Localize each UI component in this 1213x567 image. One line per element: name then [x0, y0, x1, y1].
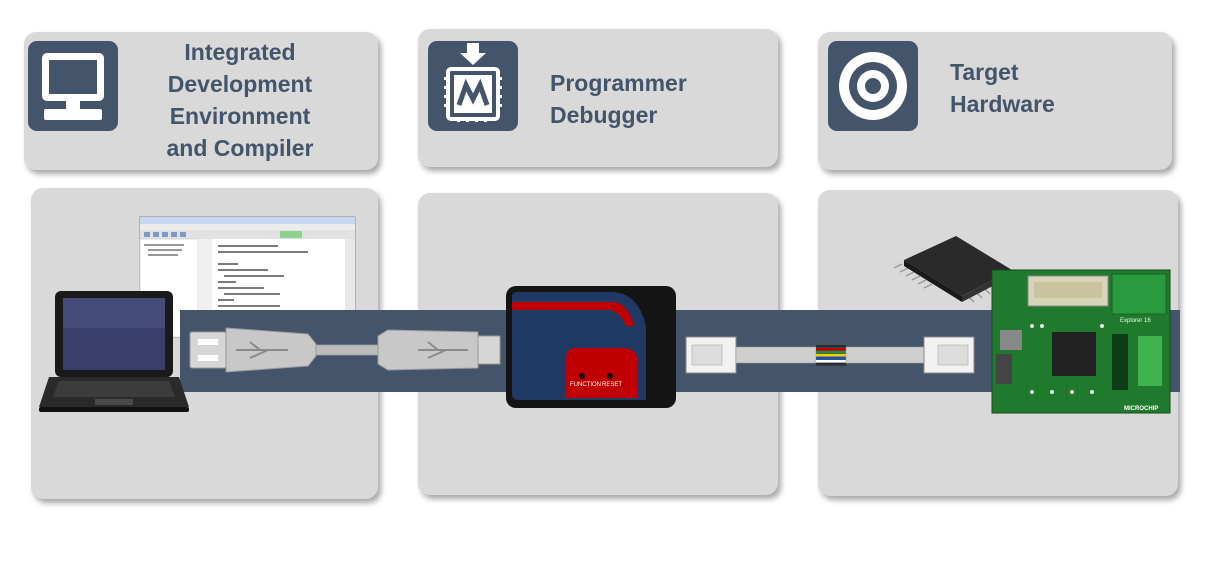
step-target-header: Target Hardware [818, 32, 1172, 170]
reset-button-label: RESET [602, 382, 622, 388]
rj-cable-image [685, 336, 975, 374]
step-target-title: Target Hardware [950, 59, 1055, 117]
step-ide-title: Integrated Development Environment and C… [166, 39, 314, 161]
board-brand-label: MICROCHIP [1124, 406, 1158, 412]
target-board-image: Explorer 16 MICROCHIP [991, 269, 1171, 414]
board-name-label: Explorer 16 [1120, 318, 1151, 324]
function-button-label: FUNCTION [570, 382, 601, 388]
step-ide-header: Integrated Development Environment and C… [24, 32, 378, 170]
monitor-icon [28, 41, 118, 131]
step-debugger-title: Programmer Debugger [550, 70, 687, 128]
laptop-image [39, 291, 189, 412]
step-debugger-header: Programmer Debugger [418, 29, 778, 167]
microcontroller-chip-image [893, 236, 1015, 303]
usb-cable-image [189, 327, 501, 373]
chip-download-icon [428, 41, 518, 131]
debugger-device-image: FUNCTION RESET [506, 286, 676, 408]
target-icon [828, 41, 918, 131]
